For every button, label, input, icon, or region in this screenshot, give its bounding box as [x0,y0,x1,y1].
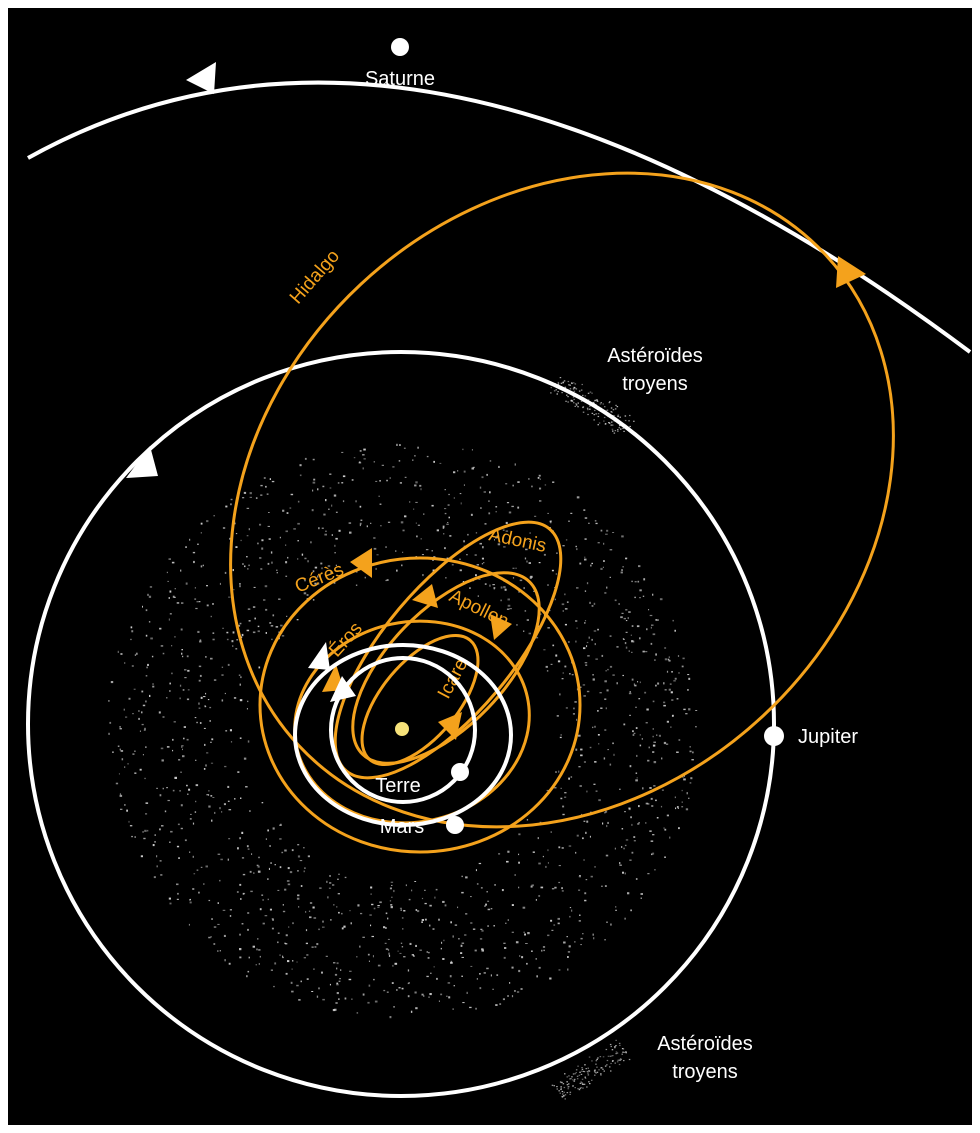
adonis-label: Adonis [487,524,548,557]
asteroid-belt [108,443,698,1019]
saturn-orbit [27,80,972,354]
earth-label: Terre [375,775,421,797]
trojan-asteroids-cloud-bottom [551,1039,631,1100]
trojans-bottom-label-line2: troyens [672,1061,738,1083]
ceres-orbit [258,556,582,854]
diagram-frame: Saturne Jupiter Hidalgo Cérès Éros Adoni… [8,8,972,1125]
eros-orbit [293,619,531,825]
saturn-label: Saturne [365,68,435,90]
ceres-direction-arrow [350,548,372,578]
mars-label: Mars [380,816,424,838]
solar-system-diagram: Saturne Jupiter Hidalgo Cérès Éros Adoni… [26,38,972,1100]
jupiter-label: Jupiter [798,726,858,748]
jupiter-planet [764,726,784,746]
jupiter-orbit [26,350,776,1098]
jupiter-direction-arrow [126,446,158,478]
apollon-direction-arrow [490,614,512,640]
hidalgo-direction-arrow [836,256,866,288]
earth-direction-arrow [330,676,356,702]
sun [395,722,409,736]
mars-planet [446,816,464,834]
adonis-direction-arrow [412,584,438,608]
mars-direction-arrow [308,642,330,670]
saturn-direction-arrow [186,62,216,94]
trojans-top-label-line2: troyens [622,373,688,395]
hidalgo-label: Hidalgo [286,246,344,308]
trojans-top-label-line1: Astéroïdes [607,345,703,367]
trojans-bottom-label-line1: Astéroïdes [657,1033,753,1055]
hidalgo-orbit [229,171,895,829]
apollon-orbit [351,571,541,765]
earth-orbit [329,656,477,804]
saturn-planet [391,38,409,56]
mars-orbit [293,643,513,827]
icare-direction-arrow [438,712,462,740]
earth-planet [451,763,469,781]
